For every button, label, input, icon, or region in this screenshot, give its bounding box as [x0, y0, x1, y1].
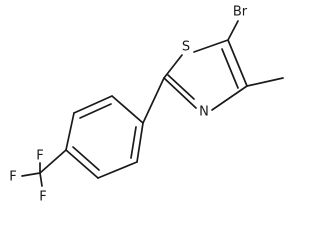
- bond-c-f-left: [21, 172, 41, 177]
- benzene-double-3: [130, 126, 137, 159]
- bond-c4-methyl: [246, 77, 284, 87]
- atom-label-f-top: F: [36, 149, 43, 164]
- chemical-structure: Br S N F F F: [9, 5, 284, 205]
- atom-label-n: N: [199, 105, 209, 120]
- benzene-bond-5: [97, 161, 138, 179]
- benzene-double-1: [79, 103, 112, 119]
- benzene-bond-2: [73, 95, 113, 114]
- atom-label-br: Br: [233, 5, 248, 20]
- benzene-bond-1: [111, 95, 144, 124]
- benzene-ring: [65, 95, 144, 179]
- benzene-bond-4: [65, 149, 99, 179]
- bond-s-c5: [193, 39, 229, 53]
- bond-aryl-cf3: [39, 149, 67, 174]
- thiazole-ring: [163, 39, 248, 111]
- atom-label-f-left: F: [9, 170, 16, 185]
- atom-label-f-bottom: F: [39, 190, 46, 205]
- bond-s-c2: [163, 54, 183, 79]
- bond-n-c2-inner: [167, 74, 195, 100]
- bond-c5-c4: [227, 39, 248, 87]
- bond-c2-aryl: [142, 77, 165, 124]
- benzene-bond-3: [65, 112, 75, 151]
- benzene-double-2: [72, 146, 100, 171]
- atom-label-s: S: [182, 40, 190, 55]
- bond-c5-c4-inner: [221, 48, 239, 89]
- bond-c-f-bottom: [39, 172, 43, 187]
- bond-c4-n: [211, 85, 248, 111]
- bond-c5-br: [227, 20, 239, 41]
- bond-n-c2: [163, 77, 197, 109]
- benzene-bond-6: [136, 122, 144, 163]
